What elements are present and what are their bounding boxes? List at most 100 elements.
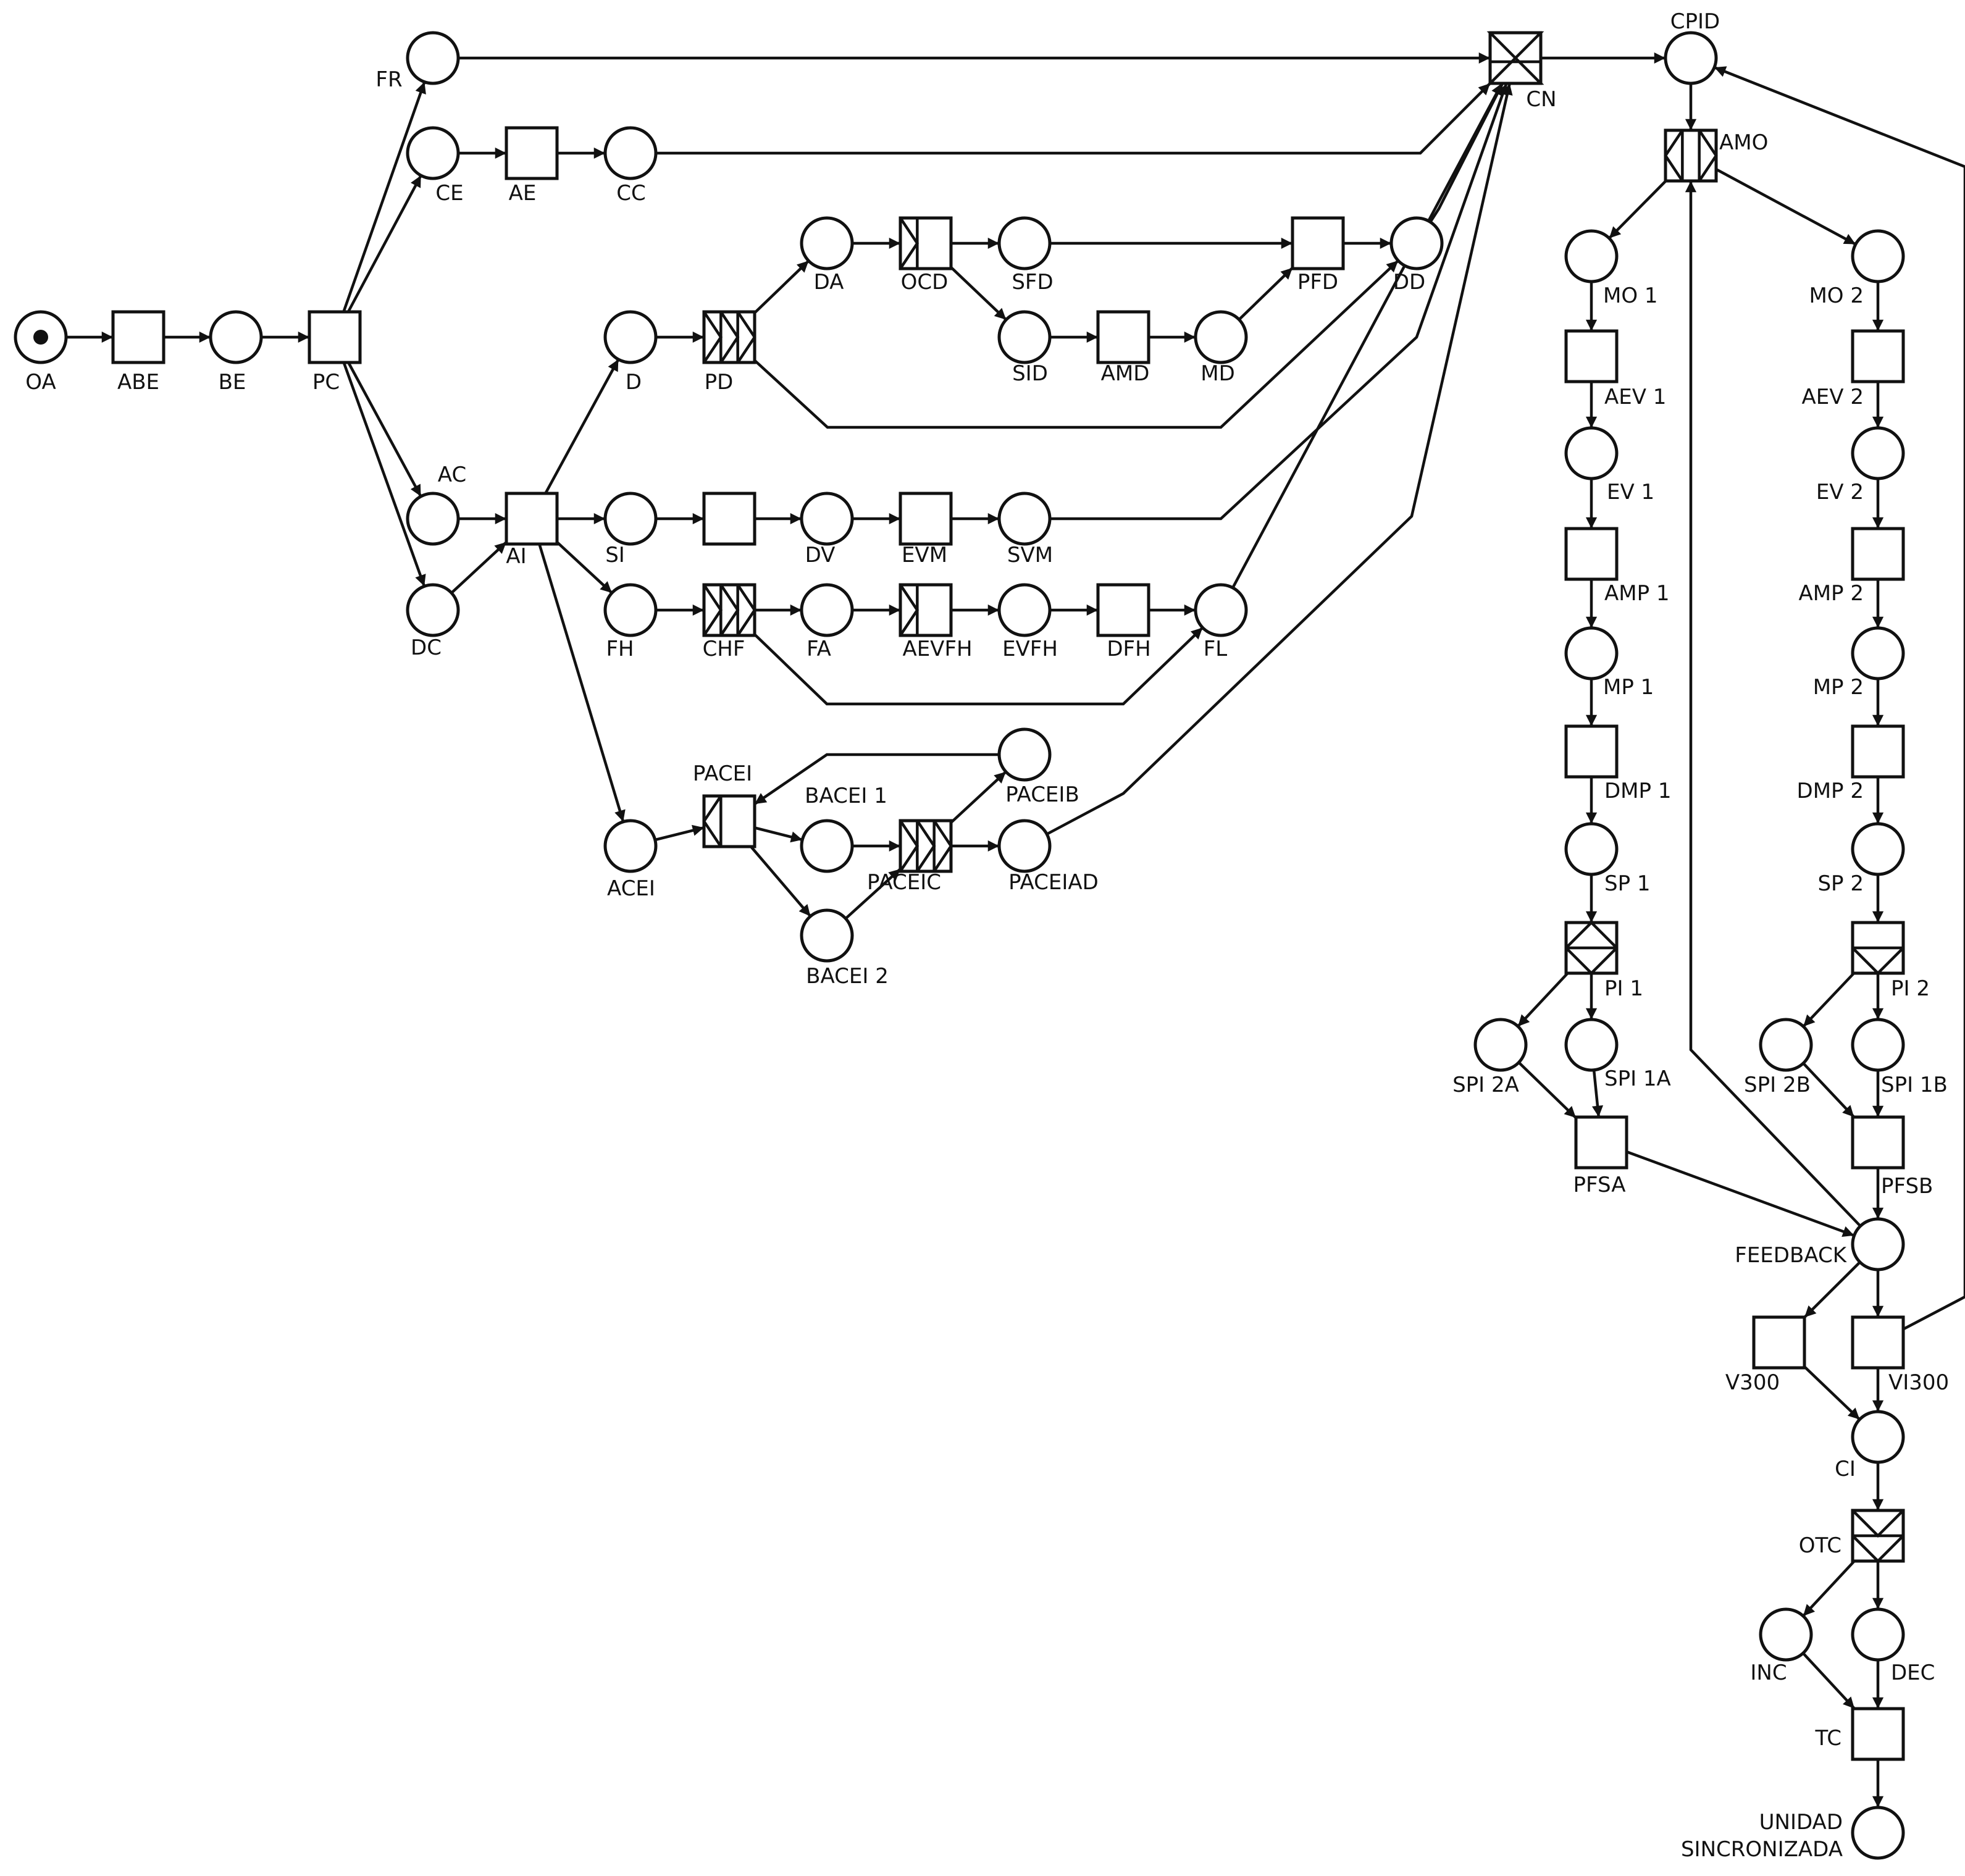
transition-dmp1[interactable] xyxy=(1564,724,1619,779)
transition-amp2[interactable] xyxy=(1851,527,1905,581)
transition-chf[interactable] xyxy=(702,583,756,637)
place-ce[interactable] xyxy=(406,126,460,180)
transition-dmp2[interactable] xyxy=(1851,724,1905,779)
label-ae: AE xyxy=(509,181,537,206)
place-cpid[interactable] xyxy=(1664,31,1718,85)
place-sfd[interactable] xyxy=(997,216,1052,270)
transition-t_si[interactable] xyxy=(702,492,756,546)
label-mp1: MP 1 xyxy=(1603,675,1654,700)
place-ac[interactable] xyxy=(406,492,460,546)
place-md[interactable] xyxy=(1194,310,1248,364)
transition-ai[interactable] xyxy=(505,492,559,546)
label-pfsa: PFSA xyxy=(1573,1173,1626,1197)
place-sp1[interactable] xyxy=(1564,822,1619,876)
transition-cn[interactable] xyxy=(1486,31,1544,85)
place-fa[interactable] xyxy=(800,583,854,637)
place-da[interactable] xyxy=(800,216,854,270)
transition-ae[interactable] xyxy=(505,126,559,180)
place-sid[interactable] xyxy=(997,310,1052,364)
label-ce: CE xyxy=(435,181,463,206)
transition-aev1[interactable] xyxy=(1564,329,1619,383)
token-dot xyxy=(33,330,48,345)
place-sp2[interactable] xyxy=(1851,822,1905,876)
transition-pacei[interactable] xyxy=(702,794,756,848)
label-fa: FA xyxy=(807,637,831,661)
place-mo1[interactable] xyxy=(1564,229,1619,283)
arc-pacei-to-bacei1 xyxy=(754,826,803,843)
transition-paceic[interactable] xyxy=(899,819,953,873)
transition-dfh[interactable] xyxy=(1096,583,1150,637)
place-unidad[interactable] xyxy=(1851,1806,1905,1860)
place-paceib[interactable] xyxy=(997,727,1052,782)
label-inc: INC xyxy=(1750,1660,1787,1685)
label-ci: CI xyxy=(1835,1457,1856,1481)
transition-aev2[interactable] xyxy=(1851,329,1905,383)
arc-ocd-to-sid xyxy=(950,266,1007,321)
place-dd[interactable] xyxy=(1389,216,1444,270)
place-spi2b[interactable] xyxy=(1759,1018,1813,1072)
arc-pc-to-dc xyxy=(342,362,426,587)
transition-tc[interactable] xyxy=(1851,1707,1905,1761)
place-mp2[interactable] xyxy=(1851,626,1905,680)
place-ev1[interactable] xyxy=(1564,426,1619,480)
place-fl[interactable] xyxy=(1194,583,1248,637)
place-evfh[interactable] xyxy=(997,583,1052,637)
transition-v300[interactable] xyxy=(1752,1315,1806,1370)
place-si[interactable] xyxy=(603,492,658,546)
transition-pfd[interactable] xyxy=(1291,216,1345,270)
label-ev1: EV 1 xyxy=(1607,480,1654,505)
place-bacei1[interactable] xyxy=(800,819,854,873)
place-spi1a[interactable] xyxy=(1564,1018,1619,1072)
place-ev2[interactable] xyxy=(1851,426,1905,480)
place-cc[interactable] xyxy=(603,126,658,180)
place-ci[interactable] xyxy=(1851,1410,1905,1464)
label-pacei: PACEI xyxy=(693,761,752,786)
place-acei[interactable] xyxy=(603,819,658,873)
place-spi2a[interactable] xyxy=(1473,1018,1528,1072)
place-mp1[interactable] xyxy=(1564,626,1619,680)
label-mp2: MP 2 xyxy=(1813,675,1864,700)
arc-pc-to-fr xyxy=(342,81,426,312)
place-paceiad[interactable] xyxy=(997,819,1052,873)
label-dfh: DFH xyxy=(1107,637,1150,661)
place-dec[interactable] xyxy=(1851,1607,1905,1662)
transition-marking xyxy=(1851,1509,1904,1538)
label-pfd: PFD xyxy=(1297,270,1338,295)
label-sp1: SP 1 xyxy=(1604,871,1651,896)
place-feedback[interactable] xyxy=(1851,1217,1905,1271)
transition-pi2[interactable] xyxy=(1851,921,1905,976)
transition-amd[interactable] xyxy=(1096,310,1150,364)
place-inc[interactable] xyxy=(1759,1607,1813,1662)
transition-vi300[interactable] xyxy=(1851,1315,1905,1370)
label-dmp1: DMP 1 xyxy=(1604,779,1671,803)
place-svm[interactable] xyxy=(997,492,1052,546)
transition-ocd[interactable] xyxy=(899,216,953,270)
place-d[interactable] xyxy=(603,310,658,364)
transition-marking xyxy=(899,217,920,270)
transition-otc[interactable] xyxy=(1851,1509,1905,1564)
arc-pd-to-dd xyxy=(753,259,1399,429)
place-mo2[interactable] xyxy=(1851,229,1905,283)
transition-pd[interactable] xyxy=(702,310,756,364)
arc-bacei2-to-paceic xyxy=(844,868,902,920)
place-fh[interactable] xyxy=(603,583,658,637)
arc-cc-to-cn xyxy=(656,82,1491,155)
place-bacei2[interactable] xyxy=(800,908,854,963)
transition-pc[interactable] xyxy=(308,310,362,364)
transition-aevfh[interactable] xyxy=(899,583,953,637)
place-spi1b[interactable] xyxy=(1851,1018,1905,1072)
arc-pc-to-ac xyxy=(347,361,422,497)
place-be[interactable] xyxy=(209,310,263,364)
transition-pfsa[interactable] xyxy=(1574,1115,1628,1170)
transition-amp1[interactable] xyxy=(1564,527,1619,581)
place-fr[interactable] xyxy=(406,31,460,85)
transition-abe[interactable] xyxy=(111,310,165,364)
place-dv[interactable] xyxy=(800,492,854,546)
transition-pfsb[interactable] xyxy=(1851,1115,1905,1170)
transition-pi1[interactable] xyxy=(1564,920,1619,976)
transition-evm[interactable] xyxy=(899,492,953,546)
transition-amo[interactable] xyxy=(1664,128,1718,183)
place-dc[interactable] xyxy=(406,583,460,637)
place-oa[interactable] xyxy=(14,310,68,364)
